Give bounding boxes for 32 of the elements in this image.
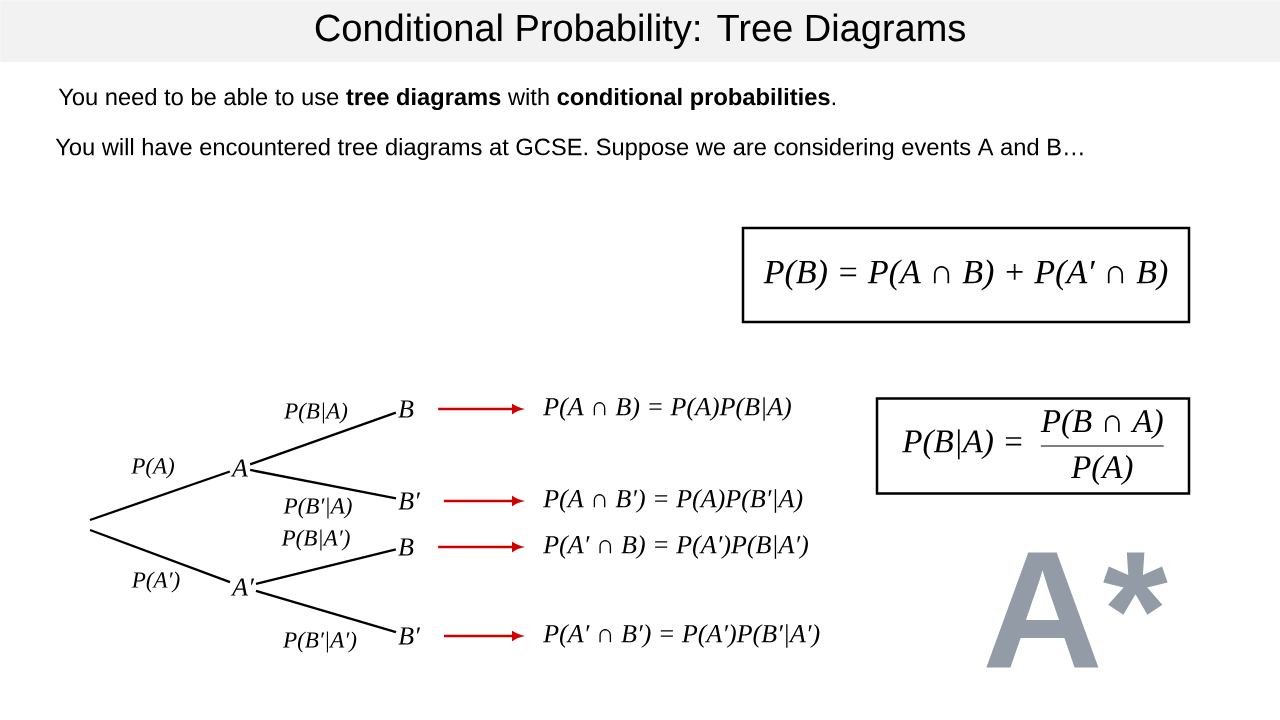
event-label: A′	[230, 578, 255, 596]
event-label: B	[398, 400, 414, 418]
edge-label: P(B′|A)	[283, 497, 352, 519]
grade-mark: A*	[986, 552, 1168, 668]
formula-box: P(B|A) = P(B ∩ A) P(A)	[875, 397, 1191, 495]
branch-line	[255, 548, 397, 585]
arrow	[444, 496, 522, 506]
arrow	[444, 631, 522, 641]
branch-line	[89, 528, 231, 584]
title: Conditional Probability: Tree Diagrams	[0, 0, 1280, 63]
arrow	[438, 404, 522, 414]
product-formula: P(A′ ∩ B′) = P(A′)P(B′|A′)	[543, 624, 820, 648]
edge-label: P(A)	[131, 457, 174, 479]
event-label: B′	[398, 627, 421, 645]
arrow	[438, 542, 522, 552]
event-label: B′	[398, 492, 421, 510]
branch-line	[255, 589, 397, 634]
product-formula: P(A ∩ B) = P(A)P(B|A)	[543, 397, 791, 421]
branch-line	[249, 411, 397, 466]
edge-label: P(A′)	[131, 571, 180, 593]
product-formula: P(A′ ∩ B) = P(A′)P(B|A′)	[543, 535, 808, 559]
branch-line	[249, 468, 397, 500]
event-label: A	[230, 459, 249, 477]
edge-label: P(B′|A′)	[282, 631, 357, 653]
product-formula: P(A ∩ B′) = P(A)P(B′|A)	[543, 489, 803, 513]
edge-label: P(B|A)	[284, 402, 348, 424]
edge-label: P(B|A′)	[281, 529, 350, 551]
formula-box: P(B) = P(A ∩ B) + P(A′ ∩ B)	[741, 226, 1191, 324]
intro-text: You need to be able to use tree diagrams with conditional probabilities.	[58, 87, 835, 111]
event-label: B	[398, 538, 414, 556]
intro-text: You will have encountered tree diagrams at GCSE. Suppose we are considering events A and B…	[55, 137, 1083, 161]
branch-line	[89, 470, 231, 522]
